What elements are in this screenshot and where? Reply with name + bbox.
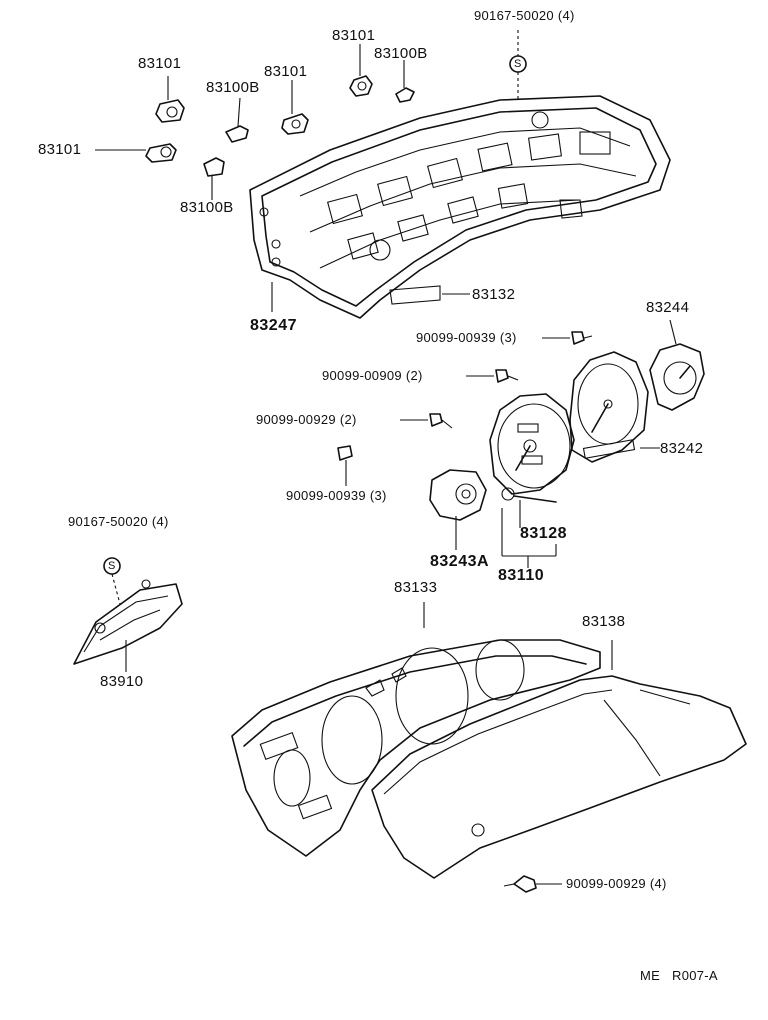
part-label-83247: 83247 [250, 317, 297, 334]
part-label-83100b-a: 83100B [206, 79, 260, 96]
screw-90099-00929-bottom [503, 875, 562, 893]
s-mark-top [509, 30, 527, 100]
bulb-83100b-top [395, 60, 415, 103]
part-label-90099-00909: 90099-00909 (2) [322, 368, 423, 383]
part-label-83101-b: 83101 [332, 27, 376, 44]
s-mark-top-letter: S [514, 58, 522, 70]
part-label-83101-a: 83101 [138, 55, 182, 72]
part-label-83132: 83132 [472, 286, 516, 303]
s-mark-left-letter: S [108, 560, 116, 572]
part-label-83101-d: 83101 [38, 141, 82, 158]
bracket-83910 [73, 579, 183, 672]
part-label-90099-00939-b: 90099-00939 (3) [286, 488, 387, 503]
printed-circuit-housing [249, 95, 671, 319]
gauge-83110-speedometer [489, 393, 575, 528]
part-label-83243a: 83243A [430, 553, 490, 570]
diagram-code-right: R007-A [672, 968, 718, 983]
part-label-83138: 83138 [582, 613, 626, 630]
part-label-83133: 83133 [394, 579, 438, 596]
combination-meter-panel-83133 [231, 602, 601, 857]
meter-glass-83138 [371, 640, 747, 879]
gauge-83242-tachometer [569, 351, 660, 463]
part-label-83910: 83910 [100, 673, 144, 690]
bulb-socket-83101-upper-left [155, 76, 185, 123]
part-label-83100b-c: 83100B [180, 199, 234, 216]
bulb-socket-83101-left [95, 143, 177, 163]
part-label-83242: 83242 [660, 440, 704, 457]
part-label-90167-50020-top: 90167-50020 (4) [474, 8, 575, 23]
part-label-90167-50020-left: 90167-50020 (4) [68, 514, 169, 529]
screw-90099-00939-lower [337, 445, 353, 486]
bulb-socket-83101-center [281, 80, 309, 135]
part-label-83101-c: 83101 [264, 63, 308, 80]
gauge-83243a [429, 469, 487, 550]
screw-90099-00909 [466, 369, 519, 383]
part-label-83128: 83128 [520, 525, 567, 542]
part-label-90099-00939-a: 90099-00939 (3) [416, 330, 517, 345]
bulb-83100b-middle [225, 97, 249, 143]
s-mark-left [103, 557, 121, 605]
bracket-83110 [501, 508, 557, 568]
part-label-83244: 83244 [646, 299, 690, 316]
diagram-code-left: ME [640, 968, 661, 983]
screw-90099-00939-upper [542, 331, 593, 345]
part-label-90099-00929-b: 90099-00929 (4) [566, 876, 667, 891]
bulb-83100b-lower [203, 157, 225, 200]
gauge-83244 [649, 319, 705, 411]
screw-90099-00929-mid [400, 413, 453, 429]
bulb-socket-83101-top [349, 44, 373, 97]
part-label-83110: 83110 [498, 567, 545, 584]
part-label-90099-00929-a: 90099-00929 (2) [256, 412, 357, 427]
part-label-83100b-b: 83100B [374, 45, 428, 62]
